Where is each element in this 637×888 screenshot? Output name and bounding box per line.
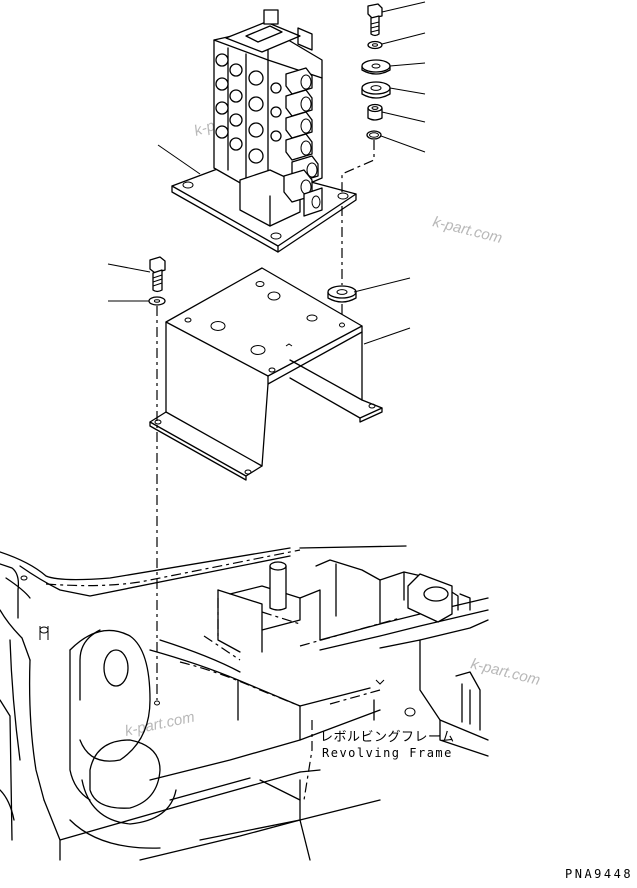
lock-washer-1 <box>367 40 383 50</box>
o-ring-1 <box>366 130 382 140</box>
washer-2 <box>148 296 166 306</box>
valve-ports <box>215 53 282 164</box>
revolving-frame <box>0 545 489 861</box>
valve-spools <box>285 67 319 183</box>
watermark-3: k-part.com <box>469 655 542 689</box>
frame-label-japanese: レボルビングフレーム <box>320 730 455 745</box>
mounting-bracket <box>149 267 383 481</box>
watermark-2: k-part.com <box>431 213 504 247</box>
washer-1 <box>361 59 391 75</box>
collar-1 <box>367 103 383 121</box>
watermark-4: k-part.com <box>123 709 196 740</box>
cushion-2 <box>327 285 357 303</box>
frame-label-english: Revolving Frame <box>322 746 453 760</box>
assembly-line-1 <box>341 140 375 196</box>
bolt-2 <box>149 256 166 293</box>
leader-lines <box>107 1 426 345</box>
control-valve-assembly <box>171 9 357 253</box>
drawing-code: PNA9448 <box>565 867 634 881</box>
cushion-1 <box>361 81 391 99</box>
bolt-1 <box>367 3 383 37</box>
